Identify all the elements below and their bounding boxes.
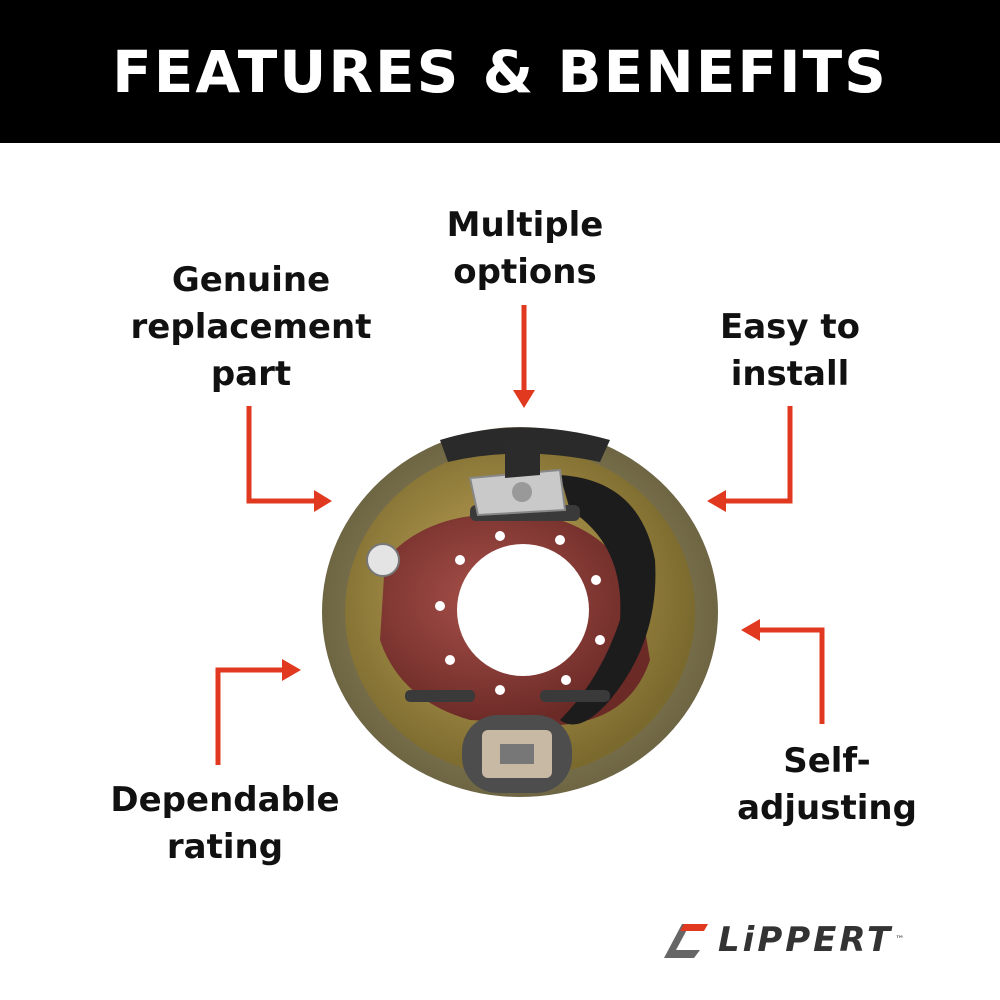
arrow-dependable xyxy=(215,667,286,765)
actuating-arm xyxy=(560,475,656,725)
arrow-easy xyxy=(722,406,793,504)
feature-label-self-adjusting: Self- adjusting xyxy=(737,741,917,828)
trademark-symbol: ™ xyxy=(895,935,905,945)
arrow-self-adjusting xyxy=(756,627,825,724)
lippert-wordmark: LiPPERT xyxy=(718,920,894,960)
header-banner: FEATURES & BENEFITS xyxy=(0,0,1000,143)
feature-label-genuine-replacement-part: Genuine replacement part xyxy=(130,260,372,394)
feature-label-easy-to-install: Easy to install xyxy=(719,307,861,394)
lippert-logo: LiPPERT ™ xyxy=(660,916,960,964)
lippert-logo-mark-icon xyxy=(664,924,708,958)
center-bore xyxy=(457,544,589,676)
page-title: FEATURES & BENEFITS xyxy=(112,37,888,106)
feature-label-dependable-rating: Dependable rating xyxy=(110,780,340,867)
feature-label-multiple-options: Multiple options xyxy=(446,205,604,292)
arrow-genuine xyxy=(246,406,318,504)
